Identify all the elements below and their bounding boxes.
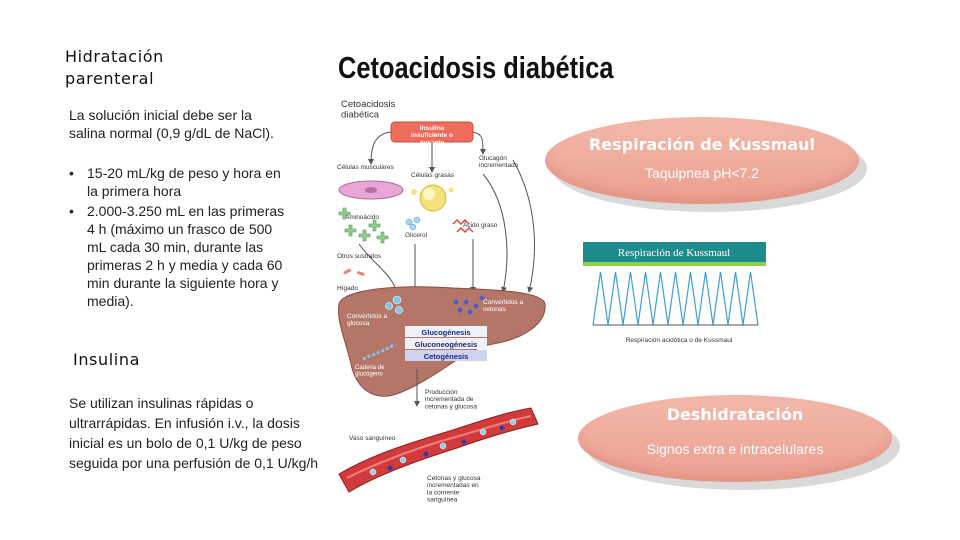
solucion-inicial-text: La solución inicial debe ser la salina n… xyxy=(69,107,274,141)
kussmaul-caption: Respiración acidótica o de Kussmaul xyxy=(626,337,733,344)
cetogenesis-box xyxy=(405,350,487,361)
gluconeogenesis-box xyxy=(405,338,487,349)
cetona-molecules xyxy=(453,295,485,315)
bullet-item: 15-20 mL/kg de peso y hora en la primera… xyxy=(69,164,291,200)
celulas-musculares-label: Células musculares xyxy=(337,164,394,171)
kussmaul-banner xyxy=(583,242,766,262)
otros-sustratos-label: Otros sustratos xyxy=(337,253,382,260)
deshidratacion-title: Deshidratación xyxy=(666,405,804,424)
muscle-cell-nucleus xyxy=(365,187,377,193)
insulina-text: Se utilizan insulinas rápidas o ultrarrá… xyxy=(69,395,319,471)
kussmaul-banner-stripe xyxy=(583,262,766,266)
vessel-highlight xyxy=(346,415,532,479)
gluconeogenesis-label: Gluconeogénesis xyxy=(415,340,478,349)
vaso-sanguineo-label: Vaso sanguíneo xyxy=(349,435,396,442)
acido-graso-icon xyxy=(456,226,474,234)
fat-droplet xyxy=(411,189,417,195)
arrow xyxy=(512,159,535,293)
hidratacion-bullet-list: 15-20 mL/kg de peso y hora en la primera… xyxy=(69,164,291,312)
pill-shape: Deshidratación Signos extra e intracelul… xyxy=(578,395,892,482)
glucogenesis-label: Glucogénesis xyxy=(421,328,470,337)
page-title: Cetoacidosis diabética xyxy=(338,50,614,85)
hidratacion-heading: Hidratación parenteral xyxy=(65,47,164,88)
insulina-heading: Insulina xyxy=(73,350,140,369)
kussmaul-breathing-chart: Respiración de Kussmaul Respiración acid… xyxy=(583,242,766,344)
pill-shape: Respiración de Kussmaul Taquipnea pH<7.2 xyxy=(545,117,859,204)
arrow xyxy=(358,243,399,295)
kussmaul-wave xyxy=(592,271,759,326)
fat-droplet xyxy=(448,187,454,193)
arrow xyxy=(368,131,392,165)
glucogeno-chain xyxy=(362,342,396,361)
fat-cell-highlight xyxy=(423,188,435,200)
higado-label: Hígado xyxy=(337,285,358,292)
deshidratacion-pill: Deshidratación Signos extra e intracelul… xyxy=(578,395,900,490)
cetogenesis-label: Cetogénesis xyxy=(424,352,469,361)
celulas-grasas-label: Células grasas xyxy=(411,172,455,179)
acido-graso-icon xyxy=(452,218,470,226)
blood-vessel-shape xyxy=(338,407,539,493)
glucogenesis-box xyxy=(405,326,487,337)
kussmaul-banner-label: Respiración de Kussmaul xyxy=(618,247,730,259)
glicerol-icons xyxy=(405,216,421,231)
aminoacido-icons xyxy=(338,207,389,244)
acido-graso-label: Ácido graso xyxy=(463,220,498,229)
glucosa-molecules xyxy=(385,295,403,314)
vessel-glucosa xyxy=(369,418,517,476)
otros-sustratos-icons xyxy=(343,268,365,276)
bullet-item: 2.000-3.250 mL en las primeras 4 h (máxi… xyxy=(69,202,291,310)
kussmaul-subtitle: Taquipnea pH<7.2 xyxy=(644,165,760,181)
vessel-cetonas xyxy=(387,425,505,471)
arrow xyxy=(472,131,486,155)
kussmaul-title: Respiración de Kussmaul xyxy=(588,135,815,154)
deshidratacion-subtitle: Signos extra e intracelulares xyxy=(646,441,824,457)
aminoacido-label: Aminoácido xyxy=(345,214,379,221)
arrow xyxy=(482,173,508,293)
glicerol-label: Glicerol xyxy=(405,232,428,239)
kussmaul-pill: Respiración de Kussmaul Taquipnea pH<7.2 xyxy=(545,117,867,212)
